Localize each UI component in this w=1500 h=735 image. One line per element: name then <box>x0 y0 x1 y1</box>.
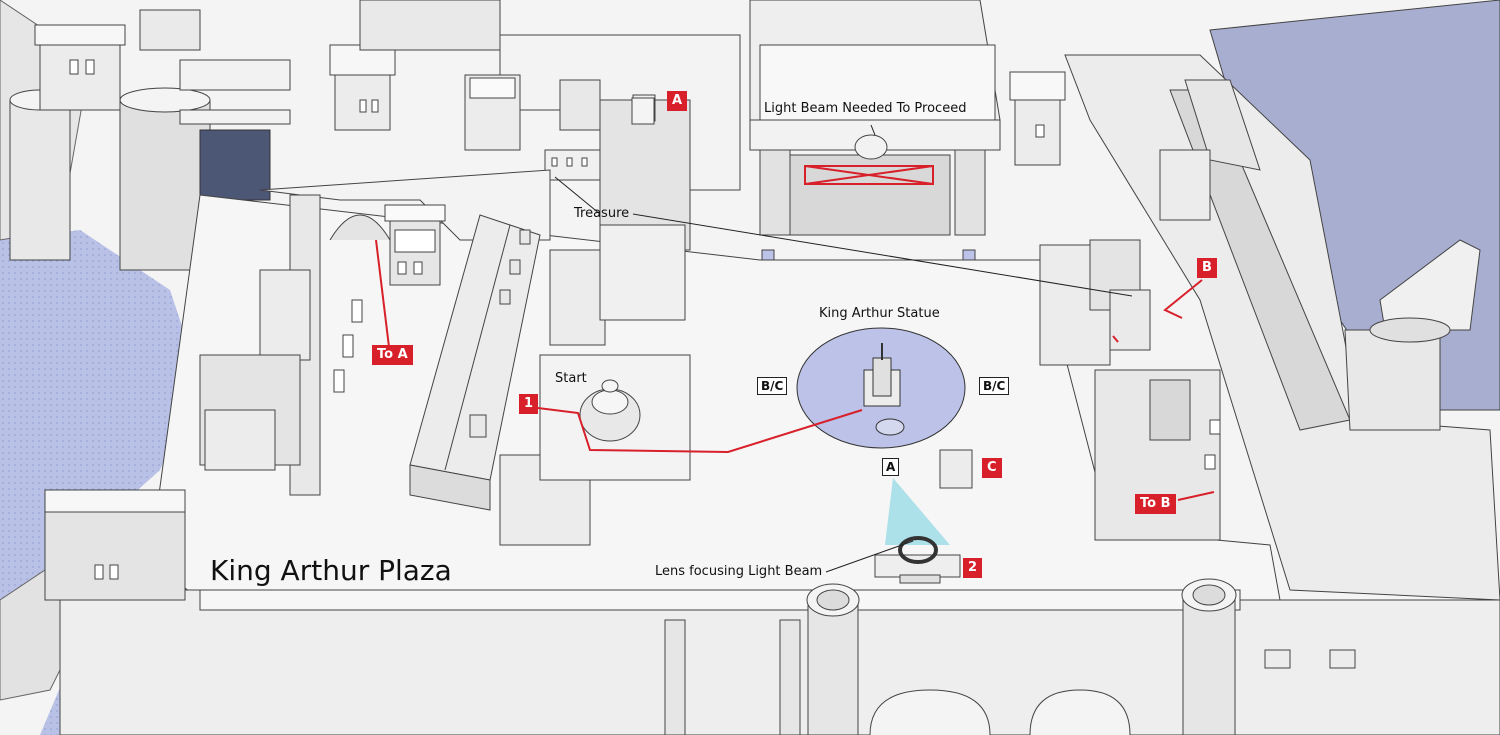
route-start-to-statue <box>537 407 863 454</box>
label-treasure: Treasure <box>574 206 630 221</box>
label-start: Start <box>555 371 587 386</box>
marker-c: C <box>982 458 1002 478</box>
label-lens: Lens focusing Light Beam <box>655 564 823 579</box>
marker-to-a: To A <box>372 345 413 365</box>
tower-left-1 <box>9 99 71 261</box>
lens-platform <box>874 554 961 578</box>
route-b <box>1163 279 1203 319</box>
marker-2: 2 <box>963 558 983 578</box>
marker-bc-right: B/C <box>979 377 1010 395</box>
marker-to-b: To B <box>1135 494 1176 514</box>
marker-a-top: A <box>667 91 688 111</box>
marker-bc-left: B/C <box>757 377 788 395</box>
light-beam <box>885 478 950 545</box>
lens <box>898 536 938 564</box>
marker-a-plaza: A <box>882 458 900 476</box>
marker-1: 1 <box>519 394 539 414</box>
route-to-a <box>375 239 390 348</box>
label-statue: King Arthur Statue <box>819 306 940 321</box>
blocked-gate <box>804 165 934 185</box>
label-light-beam: Light Beam Needed To Proceed <box>764 101 967 116</box>
marker-b: B <box>1197 258 1217 278</box>
map-title: King Arthur Plaza <box>210 554 452 587</box>
